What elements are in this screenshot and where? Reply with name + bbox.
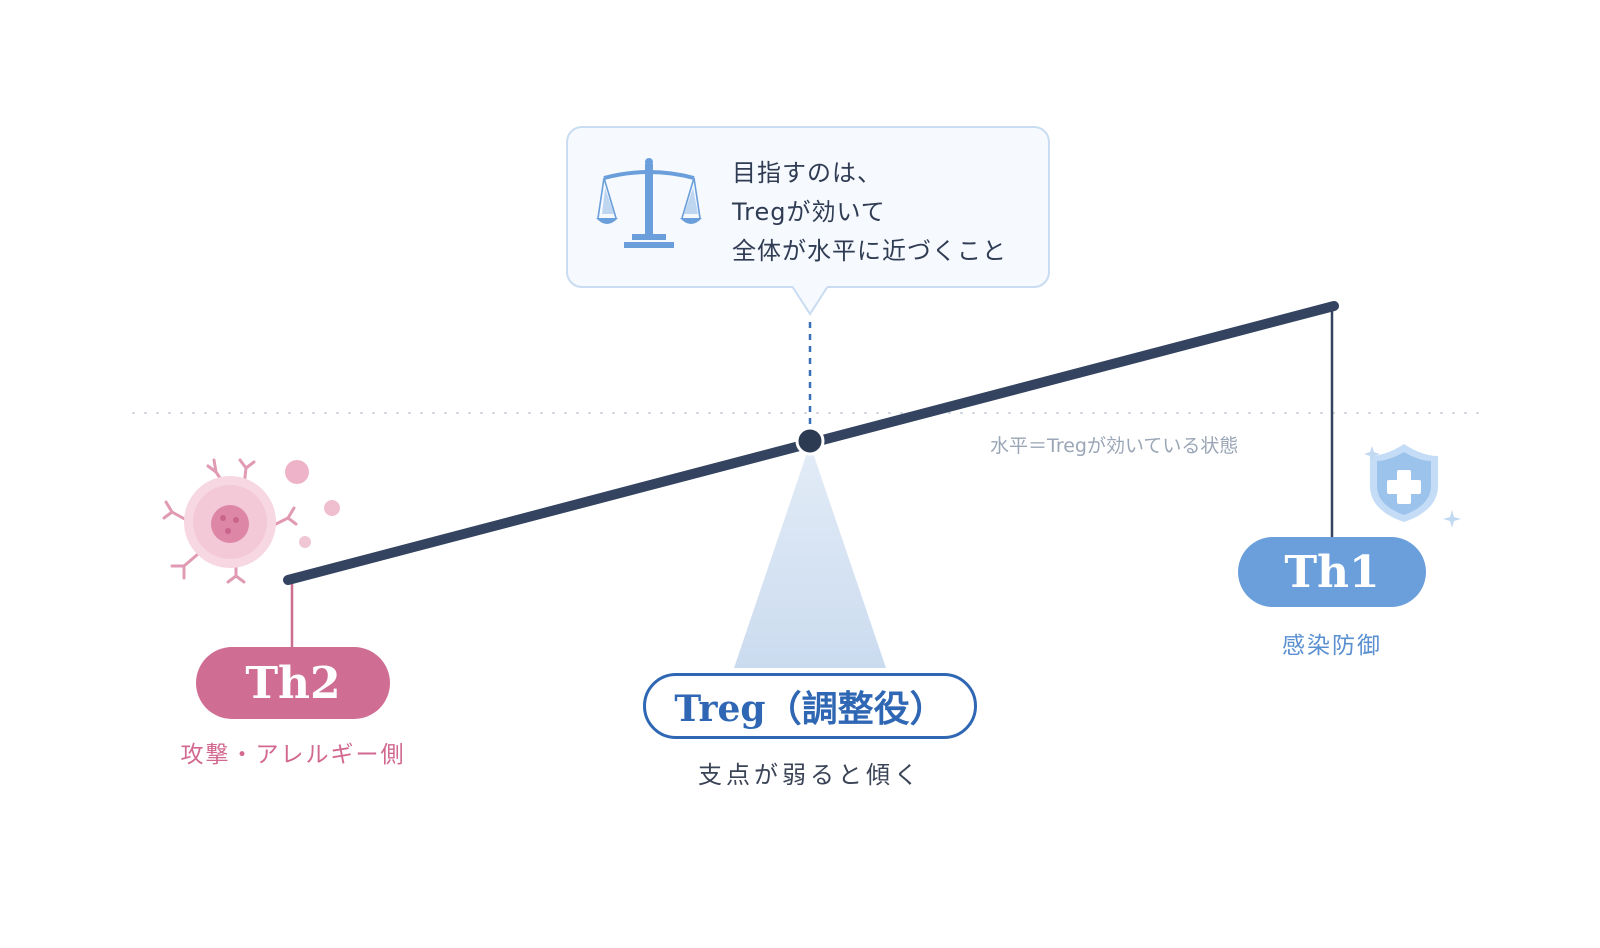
treg-subtitle: 支点が弱ると傾く (698, 761, 922, 789)
virus-cell-icon (162, 458, 340, 584)
treg-badge: Treg（調整役） (643, 673, 977, 739)
callout-pointer (791, 284, 829, 316)
callout-line-1: 目指すのは、 (732, 159, 882, 187)
shield-cross-icon (1364, 444, 1461, 528)
th1-badge: Th1 (1238, 537, 1426, 607)
fulcrum-triangle (734, 444, 886, 668)
callout-line-3: 全体が水平に近づくこと (732, 237, 1007, 265)
goal-callout: 目指すのは、 Tregが効いて 全体が水平に近づくこと (566, 126, 1050, 288)
balance-scale-icon (596, 158, 702, 248)
callout-text: 目指すのは、 Tregが効いて 全体が水平に近づくこと (732, 154, 1007, 271)
level-label: 水平＝Tregが効いている状態 (990, 435, 1239, 457)
th1-subtitle: 感染防御 (1282, 633, 1382, 659)
th2-badge: Th2 (196, 647, 390, 719)
callout-line-2: Tregが効いて (732, 198, 886, 226)
pivot-point (795, 426, 825, 456)
th2-subtitle: 攻撃・アレルギー側 (180, 742, 406, 768)
